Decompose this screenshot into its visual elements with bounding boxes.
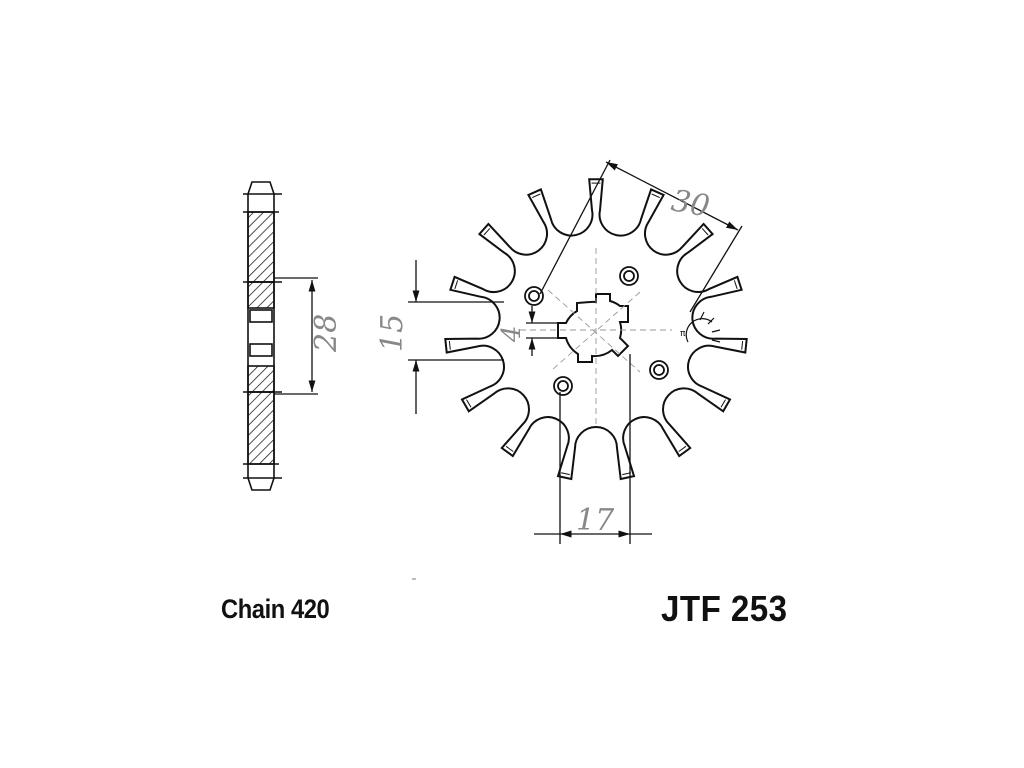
tooth-tip-mark bbox=[483, 228, 491, 236]
side-view-bore-slot bbox=[249, 343, 273, 357]
bore-diameter-label: 15 bbox=[375, 314, 410, 352]
bolt-hole bbox=[524, 286, 544, 306]
side-view-hatch-hub-upper bbox=[247, 281, 275, 309]
chain-size-label: Chain 420 bbox=[221, 594, 330, 624]
tooth-tip-mark bbox=[733, 280, 738, 289]
tooth-tip-mark bbox=[531, 193, 541, 199]
bolt-hole bbox=[553, 376, 573, 396]
dimension-hub-diameter bbox=[274, 277, 318, 395]
tooth-tip-mark bbox=[720, 399, 726, 408]
dimension-keyway-width bbox=[526, 306, 560, 356]
stray-mark bbox=[412, 578, 416, 580]
hub-diameter-label: 28 bbox=[309, 314, 344, 353]
sprocket-front-view bbox=[444, 178, 748, 481]
keyway-width-label: 4 bbox=[497, 325, 527, 343]
sprocket-side-view bbox=[243, 181, 282, 491]
tooth-tip-mark bbox=[741, 340, 744, 350]
bolt-spacing-label: 17 bbox=[576, 503, 615, 538]
side-view-hatch-top bbox=[247, 211, 275, 283]
dimension-chain-pitch bbox=[539, 159, 743, 313]
tooth-tip-mark bbox=[678, 445, 687, 452]
tooth-tip-mark bbox=[454, 280, 459, 289]
tooth-tip-mark bbox=[466, 399, 472, 408]
surface-finish-symbol: π bbox=[680, 311, 721, 343]
side-view-hatch-bottom bbox=[247, 391, 275, 465]
side-view-hatch-hub-lower bbox=[247, 365, 275, 393]
tooth-tip-mark bbox=[505, 445, 514, 452]
dimension-bolt-spacing bbox=[534, 354, 652, 544]
tooth-tip-mark bbox=[560, 472, 570, 476]
bolt-hole bbox=[619, 266, 639, 286]
dimension-bore-diameter bbox=[408, 260, 504, 414]
svg-text:π: π bbox=[680, 329, 686, 339]
tooth-tip-mark bbox=[448, 340, 451, 350]
side-view-bore-slot bbox=[249, 309, 273, 323]
bolt-hole bbox=[649, 360, 669, 380]
chain-pitch-label: 30 bbox=[669, 183, 713, 224]
part-number-label: JTF 253 bbox=[661, 588, 788, 629]
